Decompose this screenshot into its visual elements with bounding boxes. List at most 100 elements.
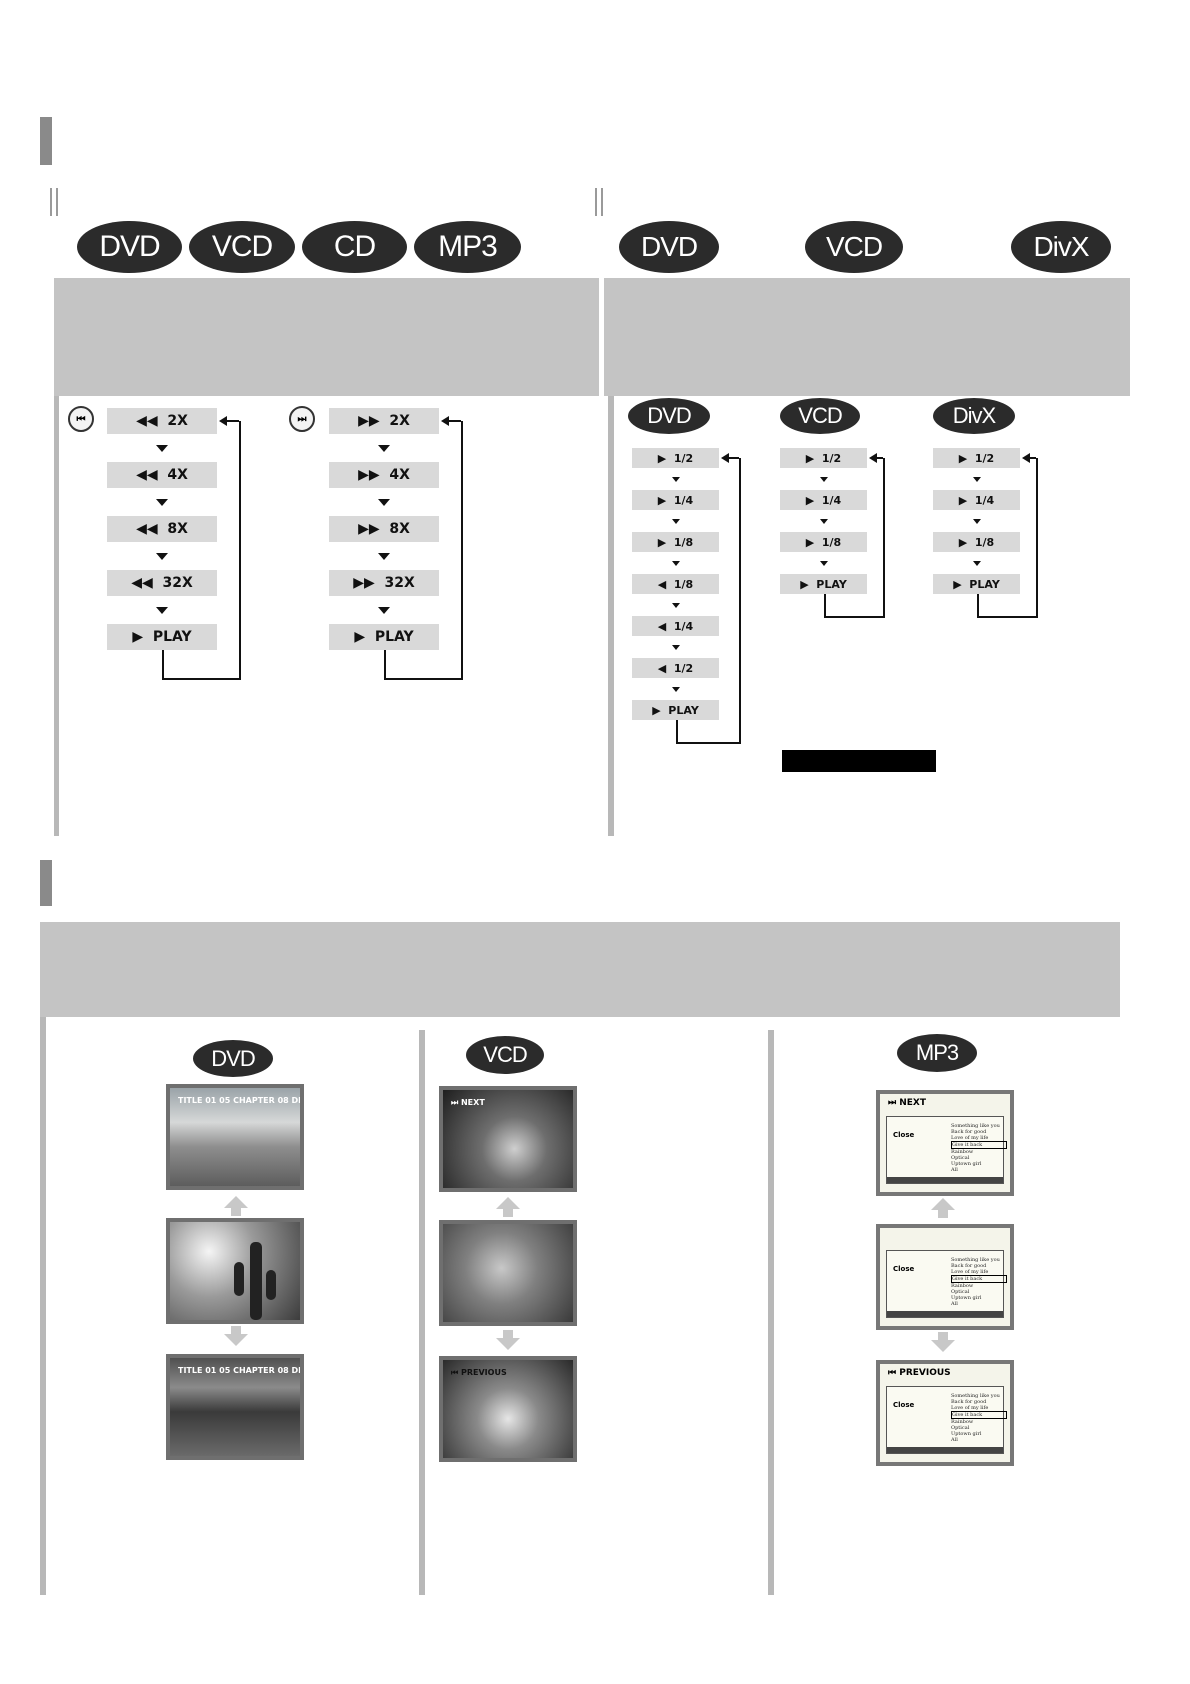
arrow-down-icon xyxy=(378,606,390,614)
badge-dvd: DVD xyxy=(77,221,182,273)
speed-step: ▶ PLAY xyxy=(107,624,217,650)
speed-step: ◀ 1/8 xyxy=(632,574,719,594)
repeat-loop-line xyxy=(823,458,885,618)
redacted-bar xyxy=(782,750,936,772)
repeat-loop-top xyxy=(873,457,883,459)
badge-vcd-small: VCD xyxy=(466,1036,544,1074)
mp3-track-row: Back for good xyxy=(951,1129,987,1135)
mp3-screen-header: ⏭ NEXT xyxy=(888,1098,926,1108)
repeat-loop-line xyxy=(675,458,741,744)
speed-step: ▶ PLAY xyxy=(933,574,1020,594)
repeat-loop-top xyxy=(223,420,239,422)
mp3-track-row: Uptown girl xyxy=(951,1295,982,1301)
arrow-down-icon xyxy=(671,476,680,482)
speed-step: ▶ 1/4 xyxy=(933,490,1020,510)
speed-step: ▶ PLAY xyxy=(632,700,719,720)
arrow-down-icon xyxy=(671,686,680,692)
repeat-loop-stem xyxy=(675,720,678,742)
mp3-track-row: Uptown girl xyxy=(951,1431,982,1437)
badge-vcd: VCD xyxy=(805,221,903,273)
speed-step: ▶ 1/8 xyxy=(632,532,719,552)
cactus-arm xyxy=(234,1262,244,1296)
arrow-left-icon xyxy=(1022,453,1030,463)
section-marker-bottom xyxy=(40,860,52,906)
arrow-down-icon xyxy=(378,444,390,452)
arrow-down-icon xyxy=(224,1334,248,1346)
repeat-loop-line xyxy=(976,458,1038,618)
dvd-screen-current xyxy=(166,1218,304,1324)
arrow-left-icon xyxy=(219,416,227,426)
mp3-track-row: Back for good xyxy=(951,1399,987,1405)
speed-step: ◀◀ 2X xyxy=(107,408,217,434)
arrow-stem xyxy=(231,1208,241,1216)
speed-step: ▶ 1/8 xyxy=(933,532,1020,552)
vcd-screen-next: ⏭ NEXT xyxy=(439,1086,577,1192)
mp3-track-row: All xyxy=(951,1437,958,1443)
repeat-loop-line xyxy=(384,421,463,680)
description-band-right xyxy=(604,278,1130,396)
speed-step: ◀ 1/4 xyxy=(632,616,719,636)
arrow-down-icon xyxy=(671,644,680,650)
arrow-down-icon xyxy=(819,476,828,482)
speed-step: ▶ 1/4 xyxy=(632,490,719,510)
arrow-stem xyxy=(938,1210,948,1218)
arrow-down-icon xyxy=(972,476,981,482)
arrow-up-icon xyxy=(224,1196,248,1208)
mp3-folder-label: Close xyxy=(893,1265,915,1273)
speed-step: ▶ 1/2 xyxy=(632,448,719,468)
mp3-screen-footer xyxy=(887,1311,1003,1317)
badge-vcd-small: VCD xyxy=(780,398,860,434)
speed-step: ▶ 1/4 xyxy=(780,490,867,510)
mp3-screen-header: ⏮ PREVIOUS xyxy=(888,1368,951,1378)
mp3-track-row: Something like you xyxy=(951,1393,1000,1399)
mp3-track-row: Give it back xyxy=(951,1411,1007,1419)
speed-step: ◀◀ 4X xyxy=(107,462,217,488)
mp3-track-row: Rainbow xyxy=(951,1419,974,1425)
repeat-loop-stem xyxy=(976,594,979,616)
skip-forward-icon: ⏭ xyxy=(289,406,315,432)
speed-step: ▶▶ 2X xyxy=(329,408,439,434)
arrow-left-icon xyxy=(869,453,877,463)
arrow-up-icon xyxy=(931,1198,955,1210)
arrow-down-icon xyxy=(819,518,828,524)
arrow-down-icon xyxy=(972,518,981,524)
column-divider xyxy=(54,396,59,836)
repeat-loop-stem xyxy=(384,650,386,678)
vcd-screen-previous: ⏮ PREVIOUS xyxy=(439,1356,577,1462)
arrow-left-icon xyxy=(441,416,449,426)
section-marker-top xyxy=(40,117,52,165)
mp3-track-row: Uptown girl xyxy=(951,1161,982,1167)
column-divider xyxy=(608,396,614,836)
mp3-track-row: Rainbow xyxy=(951,1149,974,1155)
column-divider xyxy=(419,1030,425,1595)
cactus-shape xyxy=(250,1242,262,1320)
arrow-down-icon xyxy=(378,552,390,560)
vcd-screen-caption: ⏭ NEXT xyxy=(451,1098,485,1107)
arrow-down-icon xyxy=(156,498,168,506)
arrow-stem xyxy=(503,1209,513,1217)
repeat-loop-stem xyxy=(162,650,164,678)
speed-step: ◀ 1/2 xyxy=(632,658,719,678)
cactus-arm xyxy=(266,1270,276,1300)
arrow-down-icon xyxy=(819,560,828,566)
subsection-tick xyxy=(56,188,58,216)
dvd-screen-previous: TITLE 01 05 CHAPTER 08 DEMO xyxy=(166,1354,304,1460)
speed-step: ▶ PLAY xyxy=(329,624,439,650)
arrow-down-icon xyxy=(156,444,168,452)
vcd-screen-caption: ⏮ PREVIOUS xyxy=(451,1368,507,1377)
arrow-down-icon xyxy=(972,560,981,566)
arrow-left-icon xyxy=(721,453,729,463)
mp3-track-row: Optical xyxy=(951,1425,970,1431)
arrow-stem xyxy=(231,1326,241,1334)
mp3-track-row: All xyxy=(951,1167,958,1173)
vcd-screen-current xyxy=(439,1220,577,1326)
repeat-loop-line xyxy=(162,421,241,680)
badge-dvd-small: DVD xyxy=(628,398,710,434)
dvd-screen-caption: TITLE 01 05 CHAPTER 08 DEMO xyxy=(178,1096,304,1105)
badge-dvd: DVD xyxy=(619,221,719,273)
